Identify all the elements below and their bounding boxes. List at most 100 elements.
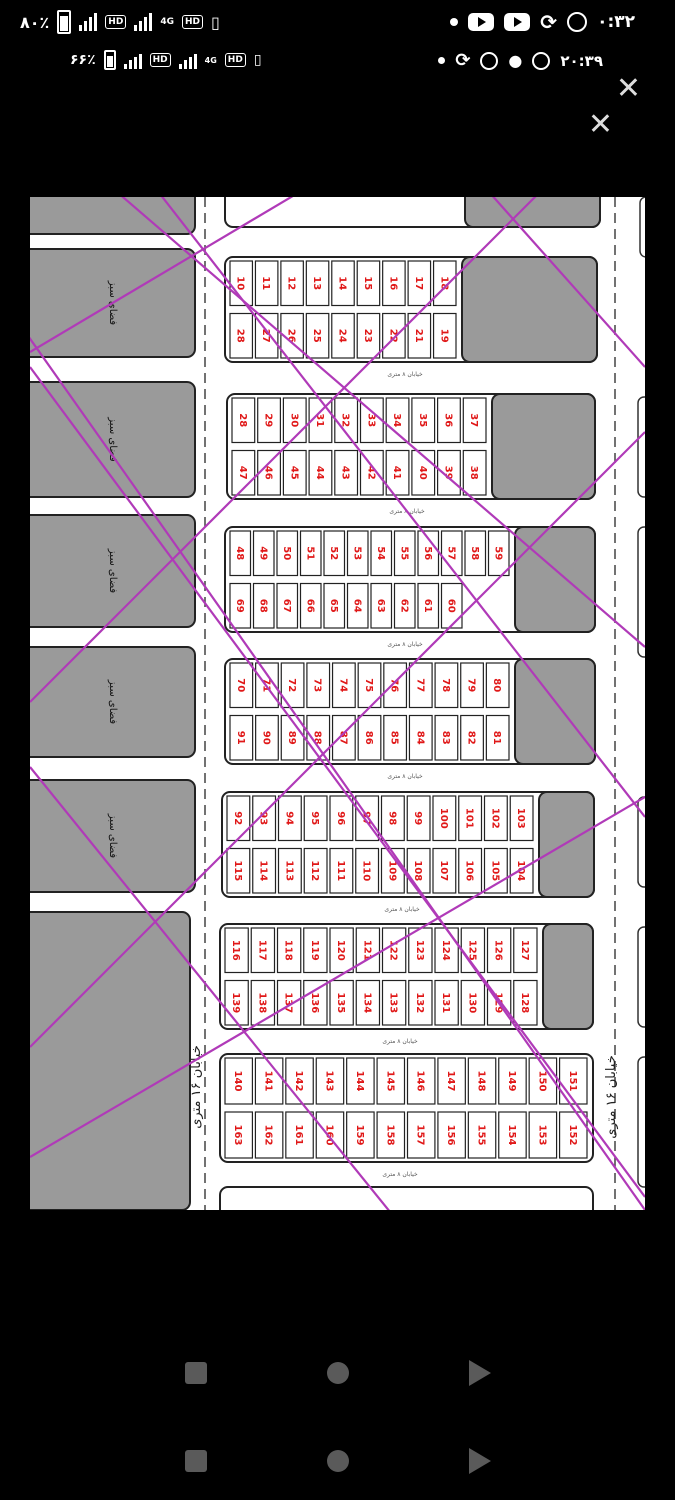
lot-number: 151	[567, 1071, 578, 1092]
vibrate-icon: ▯	[210, 12, 220, 32]
close-icon-secondary[interactable]: ✕	[587, 107, 613, 142]
lot-cell	[323, 582, 346, 629]
recents-button-2[interactable]	[181, 1446, 211, 1476]
lot-number: 143	[323, 1071, 334, 1092]
lot-number: 85	[389, 731, 400, 745]
grid-line	[30, 197, 294, 353]
lot-number: 43	[340, 466, 351, 480]
lot-number: 22	[387, 329, 398, 343]
lot-cell	[277, 847, 302, 894]
green-space-block	[30, 381, 196, 498]
lot-number: 34	[391, 413, 402, 427]
home-icon-2	[326, 1450, 349, 1472]
green-space-label: فضای سبز	[107, 813, 118, 859]
green-space-block	[30, 911, 191, 1210]
lot-cell	[254, 1057, 284, 1105]
green-space-block	[30, 646, 196, 758]
back-button[interactable]	[465, 1358, 495, 1388]
lot-number: 131	[440, 992, 451, 1013]
lot-cell	[486, 927, 512, 974]
lot-number: 16	[387, 276, 398, 290]
lot-cell	[355, 979, 381, 1026]
lot-number: 53	[351, 546, 362, 560]
lot-cell	[306, 662, 331, 709]
street-label-vertical: خیابان ۱۶ متری	[189, 1045, 204, 1129]
lot-cell	[323, 530, 346, 577]
recents-button[interactable]	[181, 1358, 211, 1388]
lot-cell	[380, 795, 405, 842]
lot-cell	[383, 714, 408, 761]
lot-number: 56	[422, 546, 433, 560]
grid-line	[492, 197, 645, 368]
lot-cell	[305, 260, 330, 307]
lot-number: 106	[464, 860, 475, 881]
lot-number: 111	[335, 860, 346, 881]
lot-number: 89	[286, 731, 297, 745]
lot-cell	[282, 449, 307, 496]
message-icon: ●	[508, 51, 523, 70]
lot-cell	[308, 449, 333, 496]
battery-percent: ۸۰٪	[20, 12, 50, 32]
lot-number: 90	[260, 731, 271, 745]
lot-cell	[432, 795, 457, 842]
lot-cell	[487, 530, 510, 577]
lot-cell	[346, 1057, 375, 1105]
whatsapp-icon-2	[480, 51, 499, 70]
grid-line	[30, 197, 537, 703]
lot-cell	[346, 1111, 375, 1159]
lot-number: 41	[391, 466, 402, 480]
lot-cell	[280, 662, 305, 709]
lot-number: 152	[567, 1125, 578, 1146]
lot-number: 94	[283, 811, 294, 825]
lot-number: 134	[361, 992, 372, 1013]
edge-block	[637, 1056, 645, 1188]
lot-number: 132	[414, 992, 425, 1013]
street-label-small: خیابان ۸ متری	[387, 371, 423, 378]
signal-icon-3	[123, 51, 142, 69]
hd-badge-2: HD	[181, 15, 203, 29]
home-button-2[interactable]	[323, 1446, 353, 1476]
lot-number: 69	[234, 599, 245, 613]
lot-number: 149	[506, 1071, 517, 1092]
lot-number: 18	[438, 276, 449, 290]
lot-number: 68	[257, 599, 268, 613]
lot-number: 61	[422, 599, 433, 613]
hd-badge-4: HD	[224, 53, 246, 67]
grid-line	[30, 796, 645, 1158]
lot-number: 81	[491, 731, 502, 745]
lot-number: 100	[438, 808, 449, 829]
lot-cell	[252, 530, 275, 577]
back-button-2[interactable]	[465, 1446, 495, 1476]
lot-cell	[370, 530, 393, 577]
lot-number: 101	[464, 808, 475, 829]
lot-number: 124	[440, 940, 451, 961]
lot-number: 49	[257, 546, 268, 560]
lot-number: 121	[361, 940, 372, 961]
lot-number: 110	[361, 860, 372, 881]
lot-number: 50	[281, 546, 292, 560]
lot-number: 57	[445, 546, 456, 560]
status-bar-second: ۶۶٪ HD 4G HD ▯ ⟳ ● ۲۰:۳۹	[0, 44, 675, 80]
lot-cell	[229, 530, 252, 577]
lot-number: 73	[312, 678, 323, 692]
battery-icon	[57, 10, 72, 34]
edge-block	[637, 526, 645, 658]
lot-cell	[408, 714, 433, 761]
lot-number: 59	[492, 546, 503, 560]
lot-number: 79	[466, 678, 477, 692]
lot-number: 33	[365, 413, 376, 427]
lot-number: 140	[232, 1071, 243, 1092]
lot-cell	[224, 1057, 254, 1105]
close-icon[interactable]: ✕	[615, 71, 641, 106]
lot-number: 138	[256, 992, 267, 1013]
lot-cell	[356, 260, 381, 307]
lot-cell	[276, 979, 302, 1026]
lot-number: 118	[283, 940, 294, 961]
home-button[interactable]	[323, 1358, 353, 1388]
grid-line	[160, 197, 645, 818]
hd-badge-3: HD	[149, 53, 171, 67]
lot-cell	[376, 1057, 406, 1105]
lot-number: 150	[536, 1071, 547, 1092]
signal-icon-4	[178, 51, 197, 69]
lot-number: 25	[311, 329, 322, 343]
